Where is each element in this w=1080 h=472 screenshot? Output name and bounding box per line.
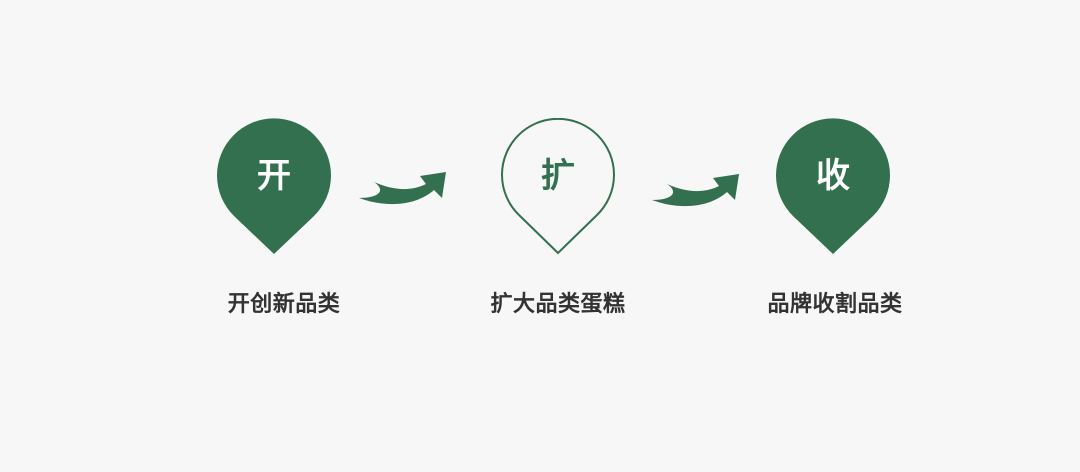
map-pin-outline-icon	[501, 118, 615, 255]
step-1-label: 开创新品类	[227, 292, 341, 317]
step-2-char: 扩	[541, 156, 575, 196]
step-2-pin: 扩	[500, 118, 616, 258]
step-1-pin: 开	[216, 118, 332, 258]
step-2-label: 扩大品类蛋糕	[490, 292, 626, 317]
step-3-char: 收	[816, 156, 850, 196]
step-3-label: 品牌收割品类	[767, 292, 903, 317]
curved-arrow-right-icon	[359, 172, 446, 205]
step-3-pin: 收	[775, 118, 891, 258]
map-pin-icon	[776, 118, 890, 254]
step-1-char: 开	[257, 156, 291, 196]
curved-arrow-right-icon	[652, 174, 739, 207]
map-pin-icon	[217, 118, 331, 254]
